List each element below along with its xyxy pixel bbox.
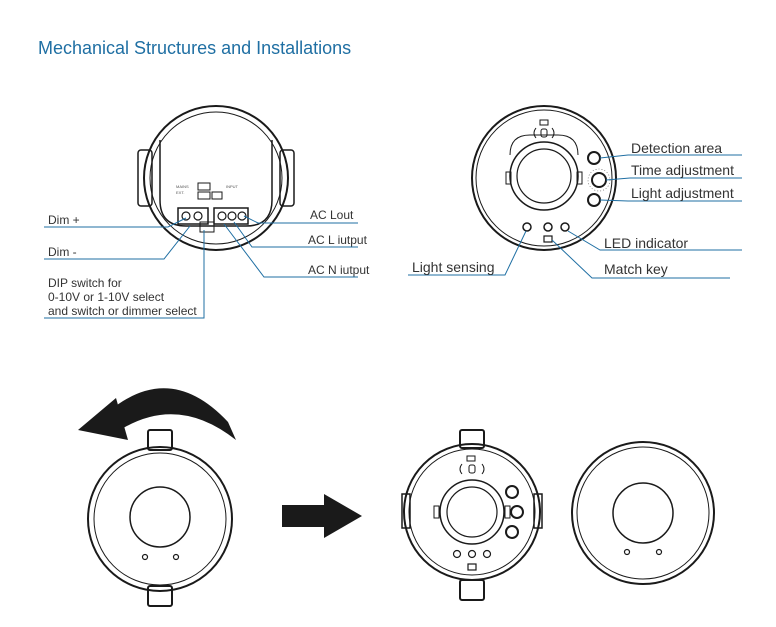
ac-lout-label: AC Lout	[310, 208, 354, 222]
next-step-arrow	[282, 494, 362, 538]
detection-area-label: Detection area	[631, 140, 723, 156]
ac-l-input-label: AC L iutput	[308, 233, 367, 247]
rotate-arrowhead	[78, 398, 128, 440]
page-title: Mechanical Structures and Installations	[38, 38, 352, 58]
dip-switch-label-line2: 0-10V or 1-10V select	[48, 290, 165, 304]
dip-switch-label-line1: DIP switch for	[48, 276, 122, 290]
time-adjustment-label: Time adjustment	[631, 162, 734, 178]
rotate-arrow	[108, 388, 236, 440]
wiring-leader-lines	[44, 215, 358, 319]
sensor-front-mounted	[401, 429, 543, 601]
front-leader-lines	[408, 154, 742, 279]
dip-switch-label-line3: and switch or dimmer select	[48, 304, 197, 318]
light-sensing-label: Light sensing	[412, 259, 495, 275]
front-view-sensor	[471, 105, 617, 251]
svg-text:EXT.: EXT.	[176, 190, 184, 195]
led-indicator-label: LED indicator	[604, 235, 689, 251]
dim-plus-label: Dim +	[48, 213, 80, 227]
svg-text:INPUT: INPUT	[226, 184, 239, 189]
light-adjustment-label: Light adjustment	[631, 185, 734, 201]
cover-plate-left	[87, 429, 233, 607]
back-view-sensor	[137, 105, 295, 251]
svg-text:MAINS: MAINS	[176, 184, 189, 189]
ac-n-input-label: AC N iutput	[308, 263, 370, 277]
sensor-cover-finished	[571, 441, 715, 585]
dim-minus-label: Dim -	[48, 245, 77, 259]
match-key-label: Match key	[604, 261, 668, 277]
